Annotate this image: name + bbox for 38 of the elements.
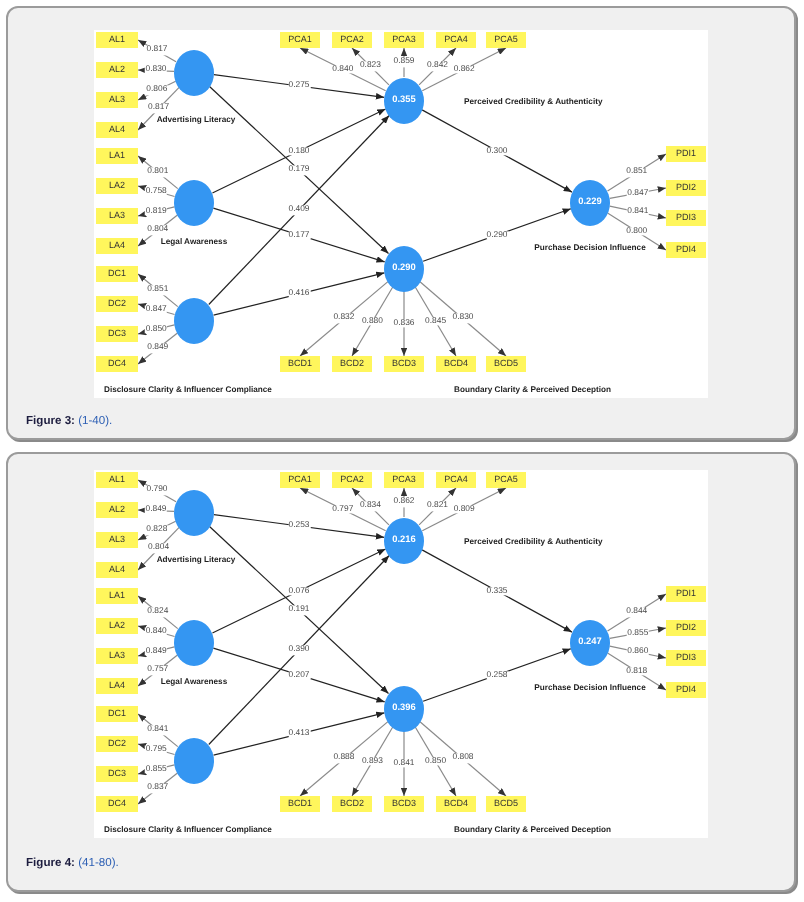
arrow <box>606 652 667 691</box>
arrow <box>606 212 667 251</box>
arrow <box>208 525 390 695</box>
arrow <box>212 207 386 263</box>
arrow <box>137 214 179 247</box>
arrow <box>299 47 387 92</box>
arrow <box>208 85 390 255</box>
arrow <box>421 549 573 633</box>
arrow <box>213 514 385 540</box>
arrow <box>418 487 457 526</box>
arrow <box>419 721 507 797</box>
arrow <box>212 711 386 756</box>
arrow <box>299 721 389 797</box>
figure-panel <box>6 452 796 892</box>
arrow <box>422 648 572 702</box>
arrow <box>137 86 180 131</box>
arrow <box>351 286 394 357</box>
arrow <box>137 526 180 571</box>
arrow <box>400 730 408 797</box>
arrow <box>208 114 390 306</box>
arrow <box>208 554 390 746</box>
arrow <box>213 74 385 100</box>
arrow <box>351 726 394 797</box>
arrow <box>137 654 179 687</box>
arrow <box>422 208 572 262</box>
arrow <box>414 286 457 357</box>
arrow <box>211 548 387 634</box>
arrow <box>421 109 573 193</box>
arrow <box>414 726 457 797</box>
arrow <box>212 271 386 316</box>
arrow <box>400 290 408 357</box>
arrow <box>609 205 667 220</box>
arrow <box>299 281 389 357</box>
arrow <box>211 108 387 194</box>
arrow <box>299 487 387 532</box>
arrow <box>419 281 507 357</box>
figure-panel <box>6 6 796 440</box>
arrow <box>212 647 386 703</box>
